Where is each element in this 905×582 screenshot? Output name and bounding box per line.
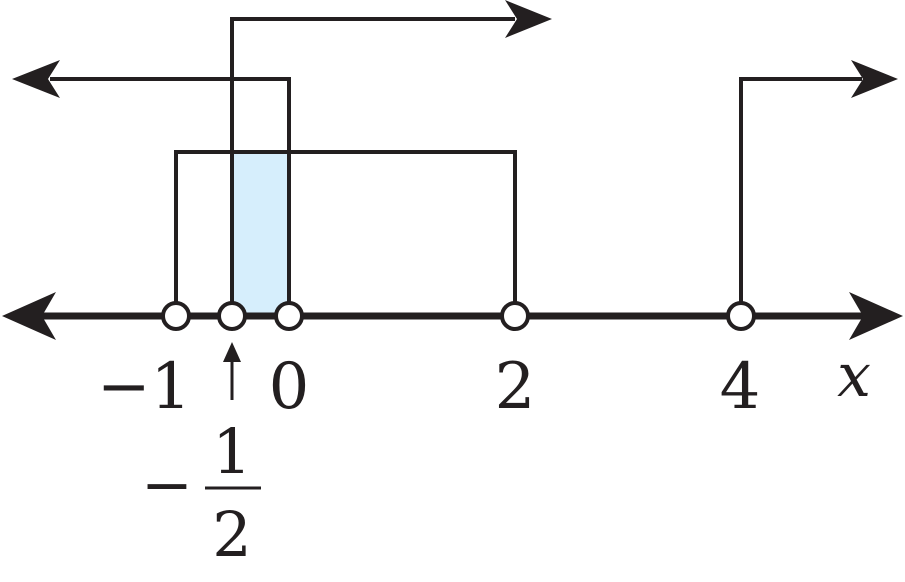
x-axis-right-arrow [849,292,903,340]
open-point-neg-half [217,301,247,331]
open-point-zero [274,301,304,331]
interval-greater-than-four-arrow [851,60,898,98]
fraction-sign: − [141,448,193,521]
neg-half-pointer-icon [223,342,241,362]
tick-label-two: 2 [495,350,536,424]
tick-label-four: 4 [720,350,761,424]
x-axis-left-arrow [2,292,56,340]
tick-label-neg-one: −1 [97,350,191,424]
interval-greater-than-four [739,77,862,314]
fraction-numerator: 1 [212,415,251,488]
open-point-two [500,301,530,331]
interval-greater-than-neg-half [230,17,515,314]
variable-label: x [837,341,871,411]
open-point-neg-one [161,301,191,331]
interval-less-than-zero [50,77,291,314]
fraction-denominator: 2 [212,498,251,571]
interval-greater-than-neg-half-arrow [505,0,552,38]
tick-label-zero: 0 [269,350,310,424]
solution-shade [232,152,289,314]
interval-less-than-zero-arrow [12,60,60,98]
open-point-four [726,301,756,331]
interval-neg-one-to-two [174,150,517,314]
